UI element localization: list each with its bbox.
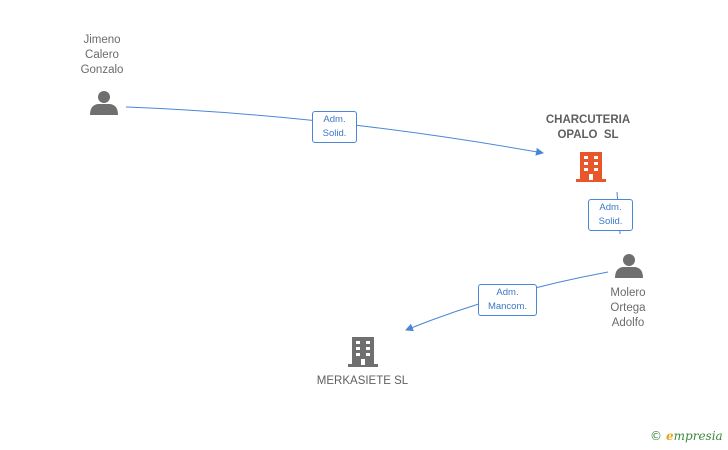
company-name-charcuteria[interactable]: CHARCUTERIA OPALO SL <box>528 113 648 143</box>
edge-label-line: Adm. <box>496 287 519 298</box>
company-name-merkasiete[interactable]: MERKASIETE SL <box>300 374 425 389</box>
edge-label-line: Adm. <box>323 114 346 125</box>
name-line: Ortega <box>610 302 646 314</box>
person-icon[interactable] <box>90 91 118 115</box>
edge-label-line: Solid. <box>322 128 347 139</box>
name-line: Jimeno <box>83 34 121 46</box>
person-name-jimeno[interactable]: Jimeno Calero Gonzalo <box>62 33 142 78</box>
name-line: Gonzalo <box>80 64 124 76</box>
edge-label-line: Mancom. <box>487 301 528 312</box>
edge-label-line: Adm. <box>599 202 622 213</box>
building-icon[interactable] <box>348 337 378 367</box>
edge-label-line: Solid. <box>598 216 623 227</box>
copyright-icon: © <box>650 429 662 443</box>
name-line: CHARCUTERIA <box>545 114 631 126</box>
edge-label-adm-solid: Adm. Solid. <box>312 111 357 143</box>
name-line: MERKASIETE SL <box>316 375 409 387</box>
name-line: Calero <box>85 49 119 61</box>
person-name-molero[interactable]: Molero Ortega Adolfo <box>592 286 664 331</box>
person-icon[interactable] <box>615 254 643 278</box>
edge-label-adm-mancom: Adm. Mancom. <box>478 284 537 316</box>
logo-text: mpresia <box>673 429 723 443</box>
building-icon[interactable] <box>576 150 606 182</box>
name-line: Adolfo <box>611 317 645 329</box>
name-line: Molero <box>610 287 646 299</box>
logo-initial: e <box>666 429 674 443</box>
edge-label-adm-solid: Adm. Solid. <box>588 199 633 231</box>
name-line: OPALO SL <box>557 129 619 141</box>
empresia-logo: © empresia <box>650 429 723 443</box>
